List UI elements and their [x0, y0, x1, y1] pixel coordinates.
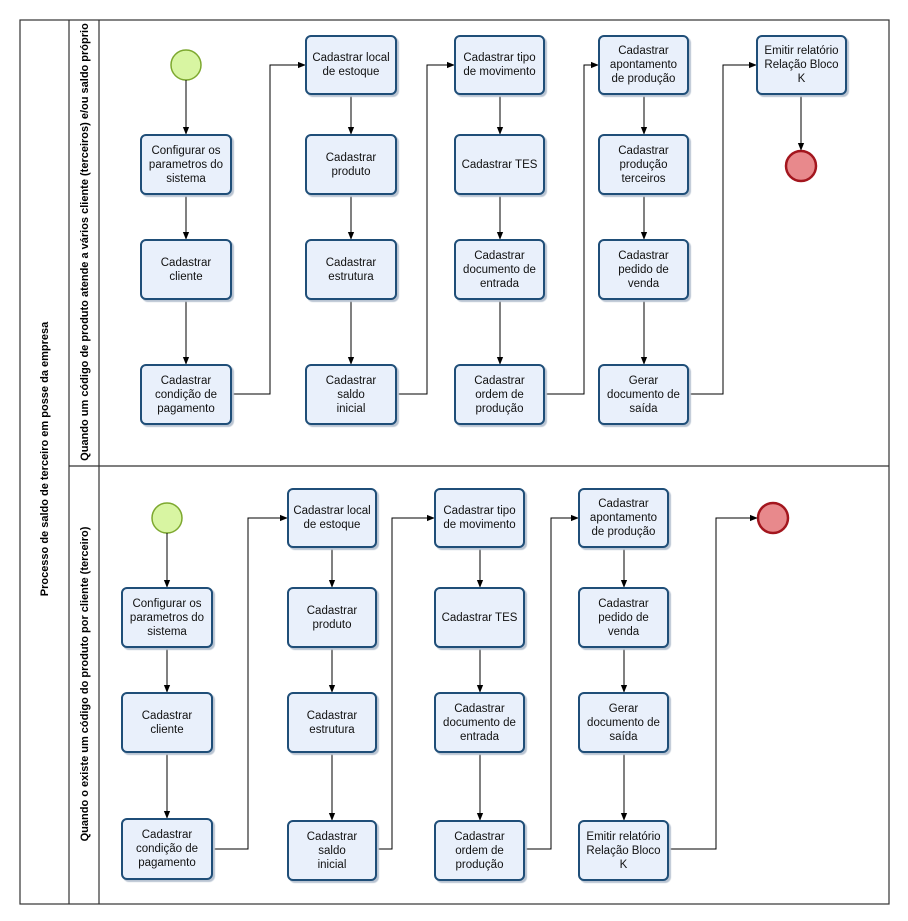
lane2-end-event [756, 501, 790, 535]
task-cadastrar-producao-terceiros[interactable]: Cadastrar produção terceiros [598, 134, 689, 195]
task-cadastrar-tipo-movimento[interactable]: Cadastrar tipo de movimento [434, 488, 525, 548]
task-cadastrar-saldo-inicial[interactable]: Cadastrar saldo inicial [305, 364, 397, 425]
lane1-title: Quando um código de produto atende a vár… [79, 23, 91, 461]
lane1-end-event [784, 149, 818, 183]
pool-title: Processo de saldo de terceiro em posse d… [39, 321, 51, 597]
task-cadastrar-produto[interactable]: Cadastrar produto [287, 587, 377, 648]
flow [232, 61, 306, 395]
task-cadastrar-documento-entrada[interactable]: Cadastrar documento de entrada [434, 692, 525, 753]
lane1-start-event [170, 49, 202, 81]
pool-frame [19, 19, 890, 905]
task-cadastrar-cliente[interactable]: Cadastrar cliente [140, 239, 232, 300]
lane2-title: Quando o existe um código do produto por… [79, 526, 91, 842]
task-cadastrar-ordem-producao[interactable]: Cadastrar ordem de produção [434, 820, 525, 881]
task-cadastrar-tipo-movimento[interactable]: Cadastrar tipo de movimento [454, 35, 545, 95]
task-emitir-relatorio-bloco-k[interactable]: Emitir relatório Relação Bloco K [578, 820, 669, 881]
task-cadastrar-condicao-pagamento[interactable]: Cadastrar condição de pagamento [121, 818, 213, 880]
task-configurar-parametros[interactable]: Configurar os parametros do sistema [140, 134, 232, 195]
task-cadastrar-ordem-producao[interactable]: Cadastrar ordem de produção [454, 364, 545, 425]
task-cadastrar-saldo-inicial[interactable]: Cadastrar saldo inicial [287, 820, 377, 881]
task-cadastrar-cliente[interactable]: Cadastrar cliente [121, 692, 213, 753]
flow [669, 514, 758, 850]
task-emitir-relatorio-bloco-k[interactable]: Emitir relatório Relação Bloco K [756, 35, 847, 95]
task-gerar-documento-saida[interactable]: Gerar documento de saída [598, 364, 689, 425]
task-cadastrar-pedido-venda[interactable]: Cadastrar pedido de venda [598, 239, 689, 300]
lane2-start-event [151, 502, 183, 534]
task-cadastrar-local-estoque[interactable]: Cadastrar local de estoque [287, 488, 377, 548]
task-cadastrar-produto[interactable]: Cadastrar produto [305, 134, 397, 195]
task-cadastrar-condicao-pagamento[interactable]: Cadastrar condição de pagamento [140, 364, 232, 425]
task-cadastrar-estrutura[interactable]: Cadastrar estrutura [287, 692, 377, 753]
task-cadastrar-apontamento-producao[interactable]: Cadastrar apontamento de produção [598, 35, 689, 95]
task-configurar-parametros[interactable]: Configurar os parametros do sistema [121, 587, 213, 648]
flow [545, 61, 599, 395]
task-cadastrar-apontamento-producao[interactable]: Cadastrar apontamento de produção [578, 488, 669, 548]
flow [213, 514, 288, 850]
flow [377, 514, 435, 850]
task-cadastrar-tes[interactable]: Cadastrar TES [434, 587, 525, 648]
flow [689, 61, 757, 395]
flow [397, 61, 455, 395]
task-cadastrar-local-estoque[interactable]: Cadastrar local de estoque [305, 35, 397, 95]
task-cadastrar-documento-entrada[interactable]: Cadastrar documento de entrada [454, 239, 545, 300]
task-cadastrar-pedido-venda[interactable]: Cadastrar pedido de venda [578, 587, 669, 648]
flow [525, 514, 579, 850]
task-cadastrar-estrutura[interactable]: Cadastrar estrutura [305, 239, 397, 300]
task-cadastrar-tes[interactable]: Cadastrar TES [454, 134, 545, 195]
task-gerar-documento-saida[interactable]: Gerar documento de saída [578, 692, 669, 753]
